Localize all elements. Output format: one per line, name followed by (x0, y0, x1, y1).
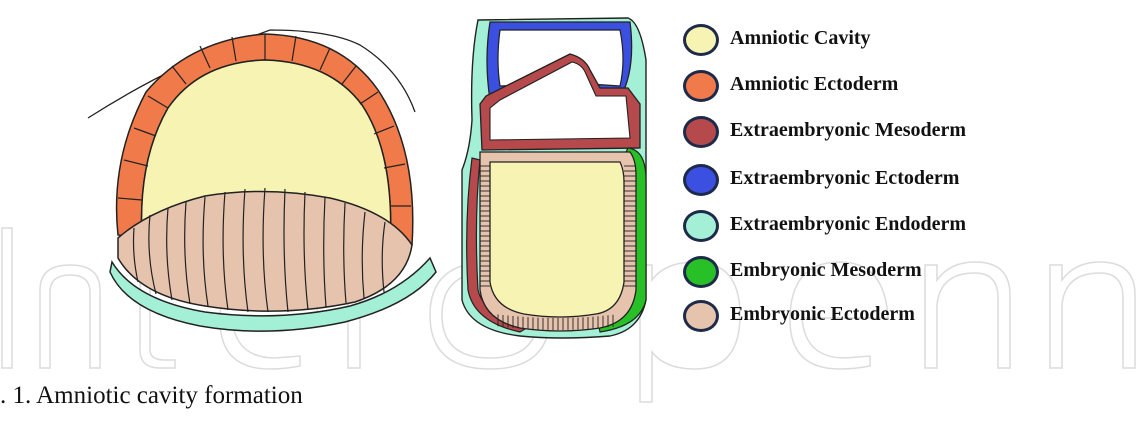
legend-label: Extraembryonic Ectoderm (730, 167, 959, 190)
legend-label: Extraembryonic Mesoderm (730, 119, 966, 142)
legend-label: Amniotic Cavity (730, 27, 871, 50)
legend-swatch (683, 256, 719, 288)
right-embryo-drawing (462, 18, 646, 338)
figure-caption: . 1. Amniotic cavity formation (0, 382, 303, 410)
legend-label: Amniotic Ectoderm (730, 73, 898, 96)
legend-swatch (683, 210, 719, 242)
legend-swatch (683, 164, 719, 196)
legend-swatch (683, 300, 719, 332)
right-amniotic-cavity (490, 162, 624, 317)
legend-swatch (683, 70, 719, 102)
legend-swatch (683, 116, 719, 148)
legend-label: Embryonic Ectoderm (730, 303, 915, 326)
legend-label: Extraembryonic Endoderm (730, 213, 966, 236)
legend-label: Embryonic Mesoderm (730, 259, 922, 282)
legend-swatch (683, 24, 719, 56)
